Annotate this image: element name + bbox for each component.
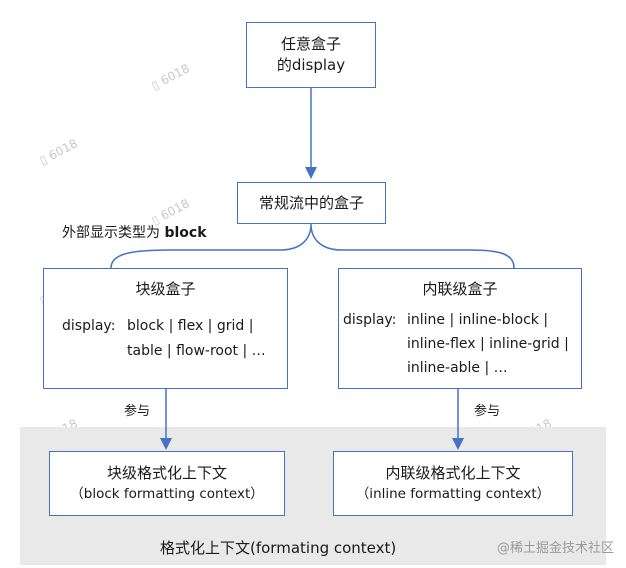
brace: [110, 223, 515, 269]
bfc-line1: 块级格式化上下文: [106, 463, 227, 482]
block-box-node: 块级盒子 display: block | flex | grid | tabl…: [43, 268, 288, 389]
any-box-line2: 的display: [276, 56, 346, 74]
source-credit: @稀土掘金技术社区: [496, 541, 614, 556]
inline-box-title: 内联级盒子: [422, 280, 498, 298]
block-display-key: display:: [62, 318, 116, 334]
participate-label-left: 参与: [124, 404, 151, 419]
any-box-line1: 任意盒子: [280, 35, 341, 53]
outer-display-bold: block: [164, 225, 207, 241]
block-box-title: 块级盒子: [135, 280, 196, 298]
ifc-line1: 内联级格式化上下文: [385, 463, 521, 482]
inline-display-line1: inline | inline-block |: [407, 312, 549, 328]
inline-display-line3: inline-able | …: [407, 360, 508, 376]
outer-display-prefix: 外部显示类型为: [62, 225, 165, 241]
ifc-line2: （inline formatting context）: [355, 485, 551, 502]
participate-label-right: 参与: [474, 404, 501, 419]
normal-flow-label: 常规流中的盒子: [258, 193, 364, 212]
block-display-line2: table | flow-root | …: [127, 343, 266, 359]
any-box-display-node: 任意盒子 的display: [246, 22, 376, 88]
outer-display-type-label: 外部显示类型为 block: [62, 222, 207, 245]
bfc-line2: （block formatting context）: [70, 485, 264, 502]
block-display-line1: block | flex | grid |: [127, 318, 254, 334]
inline-display-key: display:: [343, 312, 397, 328]
normal-flow-box-node: 常规流中的盒子: [237, 182, 386, 224]
inline-formatting-context-node: 内联级格式化上下文 （inline formatting context）: [333, 451, 573, 516]
inline-display-line2: inline-flex | inline-grid |: [407, 336, 569, 352]
inline-box-node: 内联级盒子 display: inline | inline-block | i…: [338, 268, 582, 389]
block-formatting-context-node: 块级格式化上下文 （block formatting context）: [49, 451, 285, 516]
formatting-context-label: 格式化上下文(formating context): [160, 539, 397, 557]
